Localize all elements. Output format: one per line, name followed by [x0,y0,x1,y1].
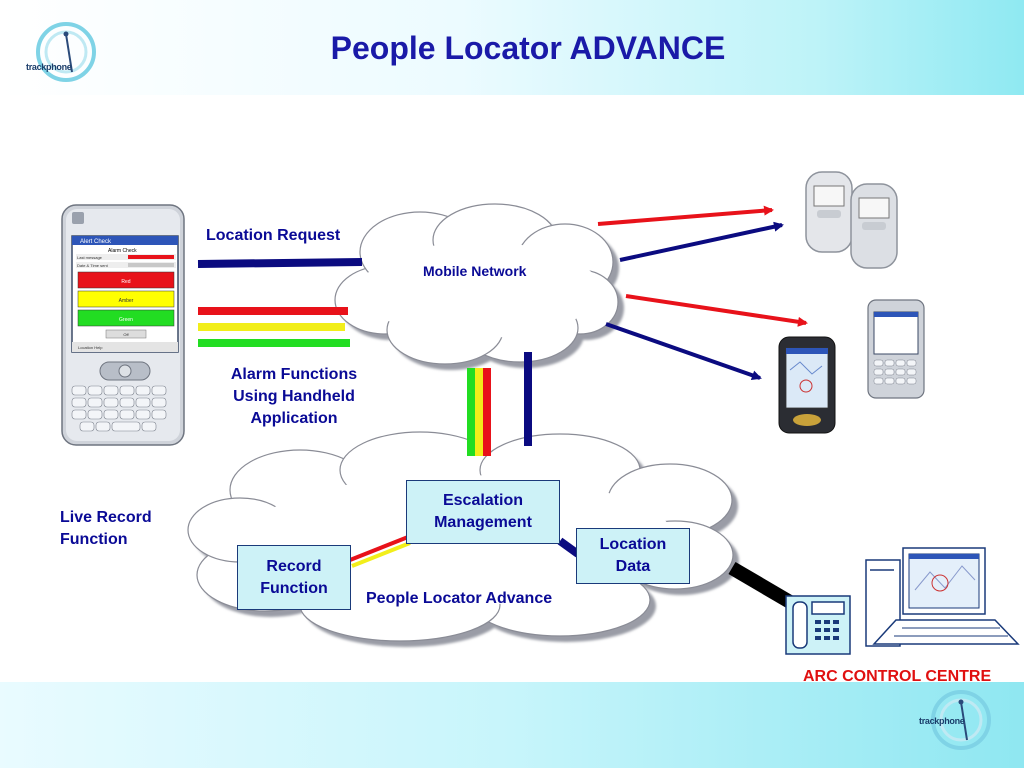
svg-text:Green: Green [119,317,133,323]
computer-icon [865,547,1020,647]
live-record-line: Function [60,531,128,548]
handset-screen-menu: Alarm Check [108,248,137,254]
header-band [0,0,1024,95]
live-record-line: Live Record [60,509,152,526]
location-data-line: Data [615,558,651,575]
arc-control-centre-label: ARC CONTROL CENTRE [803,668,992,685]
people-locator-advance-label: People Locator Advance [366,590,553,607]
handset-screen-row: Last message [77,255,103,260]
location-request-label: Location Request [206,227,341,244]
escalation-management-box: Escalation Management [406,480,560,544]
smartphone-device [867,299,925,399]
handset-red-button [77,271,175,289]
logo-text: trackphone [26,62,72,72]
trackphone-logo-top: trackphone [20,20,100,90]
svg-text:Red: Red [121,279,130,285]
handset-screen-row: Date & Time sent [77,263,109,268]
escalation-line: Escalation [442,492,523,509]
record-escalation-link-yellow [351,541,411,568]
handset-amber-button [77,290,175,308]
svg-text:Amber: Amber [119,298,134,304]
mobile-network-cloud [334,203,619,365]
receiver-arrows [597,205,808,381]
alarm-functions-line: Using Handheld [233,388,355,405]
alarm-functions-line: Application [250,410,338,427]
live-record-label: Live Record Function [60,507,152,551]
svg-text:Location Help: Location Help [78,345,103,350]
logo-text: trackphone [919,716,965,726]
handheld-device: Alert Check Alarm Check Last message Dat… [61,204,185,446]
handset-green-button [77,309,175,327]
trackphone-logo-bottom: trackphone [915,690,995,760]
page-title: People Locator ADVANCE [330,30,726,66]
record-function-line: Record [266,557,322,575]
pda-device [778,336,836,434]
alarm-functions-line: Alarm Functions [230,366,358,383]
telephone-icon [785,595,851,655]
record-function-line: Function [260,579,328,597]
location-data-line: Location [599,536,667,553]
logo-icon [931,690,991,750]
escalation-location-link [557,537,581,558]
arc-link [728,561,794,609]
record-function-box: Record Function [237,545,351,610]
pager-devices [805,171,898,269]
footer-band [0,682,1024,768]
handset-screen-header: Alert Check [80,239,112,245]
logo-icon [36,22,96,82]
cloud-link-lines [467,352,532,456]
record-escalation-link [349,535,409,562]
handset-connection-lines [197,258,363,347]
svg-text:Off: Off [123,332,129,337]
location-data-box: Location Data [576,528,690,584]
escalation-line: Management [434,514,532,531]
alarm-functions-label: Alarm Functions Using Handheld Applicati… [214,364,374,430]
mobile-network-label: Mobile Network [423,263,527,279]
